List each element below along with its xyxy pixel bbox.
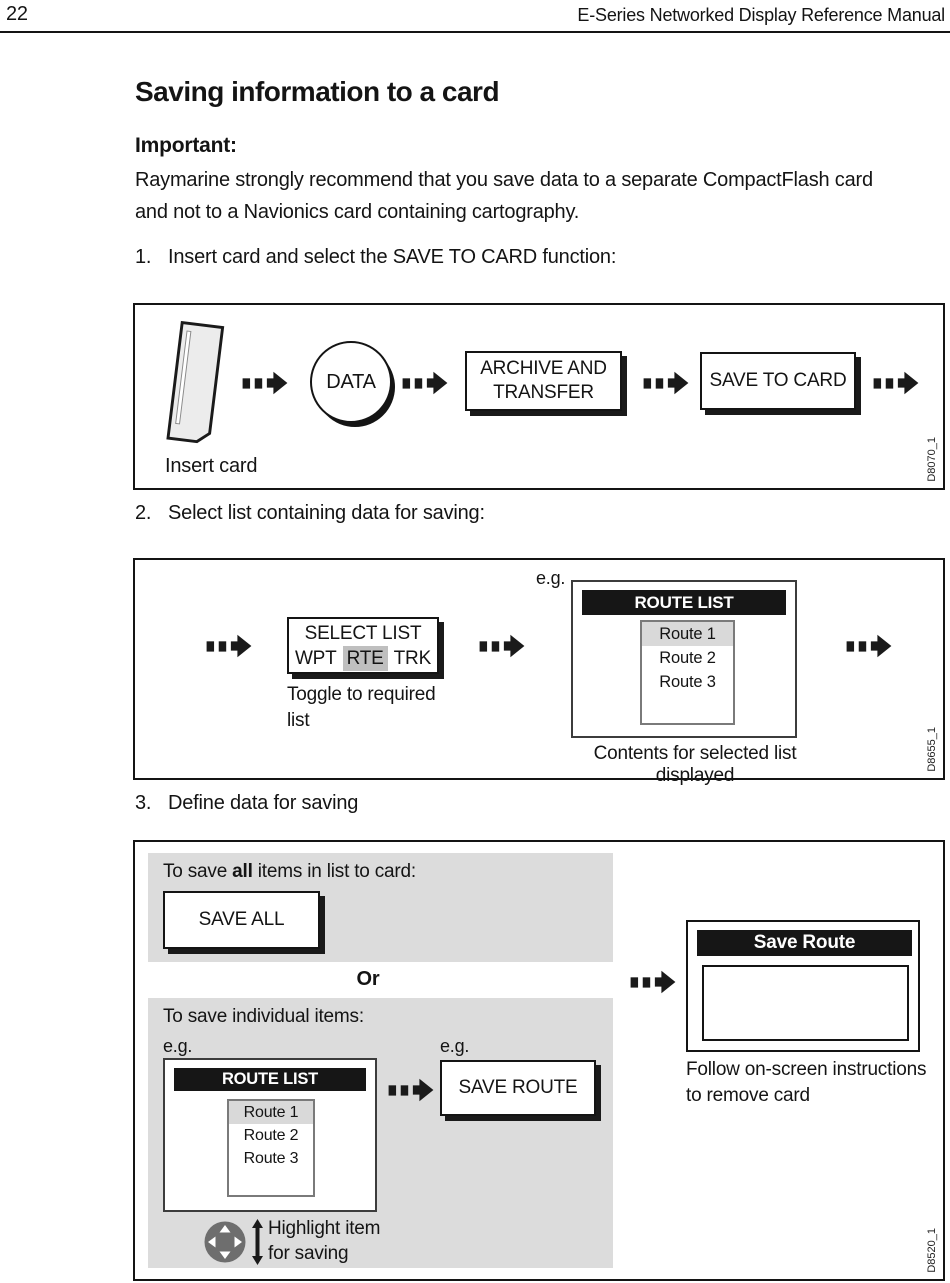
flow-arrow-icon (388, 1078, 434, 1102)
highlight-note-line: Highlight item (268, 1218, 381, 1239)
save-route-dialog: Save Route (686, 920, 920, 1052)
route-list-title: ROUTE LIST (174, 1068, 366, 1091)
highlight-note-line: for saving (268, 1243, 349, 1264)
step-text: Insert card and select the SAVE TO CARD … (168, 246, 617, 268)
button-label: SAVE ALL (198, 909, 285, 930)
toggle-note-line: list (287, 710, 310, 731)
figure-id: D8070_1 (926, 437, 938, 482)
figure-caption: Contents for selected list displayed (593, 743, 797, 786)
save-to-card-button: SAVE TO CARD (700, 352, 856, 410)
save-all-button: SAVE ALL (163, 891, 320, 949)
intro-text: To save (163, 861, 233, 882)
route-list: Route 1 Route 2 Route 3 (640, 620, 735, 725)
route-list-panel: ROUTE LIST Route 1 Route 2 Route 3 (163, 1058, 377, 1212)
save-route-dialog-title: Save Route (697, 930, 912, 956)
save-route-button: SAVE ROUTE (440, 1060, 596, 1116)
flow-arrow-icon (643, 371, 689, 395)
flow-arrow-icon (242, 371, 288, 395)
page-number: 22 (6, 3, 28, 25)
eg-label: e.g. (536, 568, 566, 588)
flow-arrow-icon (630, 970, 676, 994)
intro-text: items in list to card: (252, 861, 416, 882)
flow-arrow-icon (873, 371, 919, 395)
route-list: Route 1 Route 2 Route 3 (227, 1099, 315, 1197)
dialog-content-box (702, 965, 909, 1041)
route-list-item: Route 2 (659, 649, 716, 667)
step-number: 2. (135, 502, 152, 524)
save-individual-section: To save individual items: e.g. e.g. ROUT… (148, 998, 613, 1268)
important-paragraph: Raymarine strongly recommend that you sa… (135, 164, 947, 228)
figure-insert-card-flow: Insert card DATA ARCHIVE AND TRANSFER SA… (133, 303, 945, 490)
eg-label: e.g. (163, 1036, 193, 1056)
route-list-panel: ROUTE LIST Route 1 Route 2 Route 3 (571, 580, 797, 738)
option-trk: TRK (393, 647, 432, 669)
compactflash-card-icon (166, 320, 225, 444)
flow-arrow-icon (206, 634, 252, 658)
step-1: 1. Insert card and select the SAVE TO CAR… (135, 246, 616, 269)
option-rte-selected: RTE (342, 645, 388, 671)
save-all-section: To save all items in list to card: SAVE … (148, 853, 613, 962)
figure-id: D8520_1 (926, 1228, 938, 1273)
step-number: 3. (135, 792, 152, 814)
header-divider (0, 31, 950, 33)
eg-label: e.g. (440, 1036, 470, 1056)
follow-note-line: to remove card (686, 1085, 810, 1106)
flow-arrow-icon (846, 634, 892, 658)
toggle-note-line: Toggle to required (287, 684, 436, 705)
button-label-line: TRANSFER (493, 382, 594, 403)
manual-title: E-Series Networked Display Reference Man… (577, 5, 945, 25)
toggle-note: Toggle to required list (287, 682, 436, 734)
follow-note: Follow on-screen instructions to remove … (686, 1057, 950, 1109)
flow-arrow-icon (479, 634, 525, 658)
page-title: Saving information to a card (135, 76, 500, 107)
flow-arrow-icon (402, 371, 448, 395)
intro-bold: all (232, 861, 253, 882)
figure-id: D8655_1 (926, 727, 938, 772)
step-number: 1. (135, 246, 152, 268)
select-list-title: SELECT LIST (304, 622, 422, 644)
archive-and-transfer-button: ARCHIVE AND TRANSFER (465, 351, 622, 411)
button-label: SAVE TO CARD (709, 370, 847, 391)
trackpad-icon (204, 1221, 246, 1263)
step-3: 3. Define data for saving (135, 792, 358, 815)
important-line: Raymarine strongly recommend that you sa… (135, 169, 873, 191)
route-list-item: Route 1 (229, 1101, 313, 1124)
route-list-item: Route 2 (243, 1127, 299, 1144)
route-list-item: Route 3 (243, 1150, 299, 1167)
button-label: SAVE ROUTE (458, 1077, 578, 1098)
follow-note-line: Follow on-screen instructions (686, 1059, 927, 1080)
highlight-note: Highlight item for saving (268, 1216, 381, 1266)
important-heading: Important: (135, 134, 237, 157)
or-label: Or (356, 968, 380, 990)
individual-intro: To save individual items: (163, 1006, 364, 1027)
data-node: DATA (310, 341, 392, 423)
step-2: 2. Select list containing data for saving… (135, 502, 485, 525)
up-down-arrow-icon (252, 1219, 263, 1265)
route-list-item: Route 1 (642, 622, 733, 646)
button-label-line: ARCHIVE AND (480, 358, 607, 379)
step-text: Select list containing data for saving: (168, 502, 485, 524)
data-node-label: DATA (326, 370, 376, 393)
step-text: Define data for saving (168, 792, 359, 814)
save-all-intro: To save all items in list to card: (163, 861, 416, 883)
important-line: and not to a Navionics card containing c… (135, 201, 580, 223)
route-list-title: ROUTE LIST (582, 590, 786, 615)
option-wpt: WPT (294, 647, 337, 669)
insert-card-label: Insert card (165, 455, 258, 477)
figure-define-data: To save all items in list to card: SAVE … (133, 840, 945, 1281)
route-list-item: Route 3 (659, 673, 716, 691)
